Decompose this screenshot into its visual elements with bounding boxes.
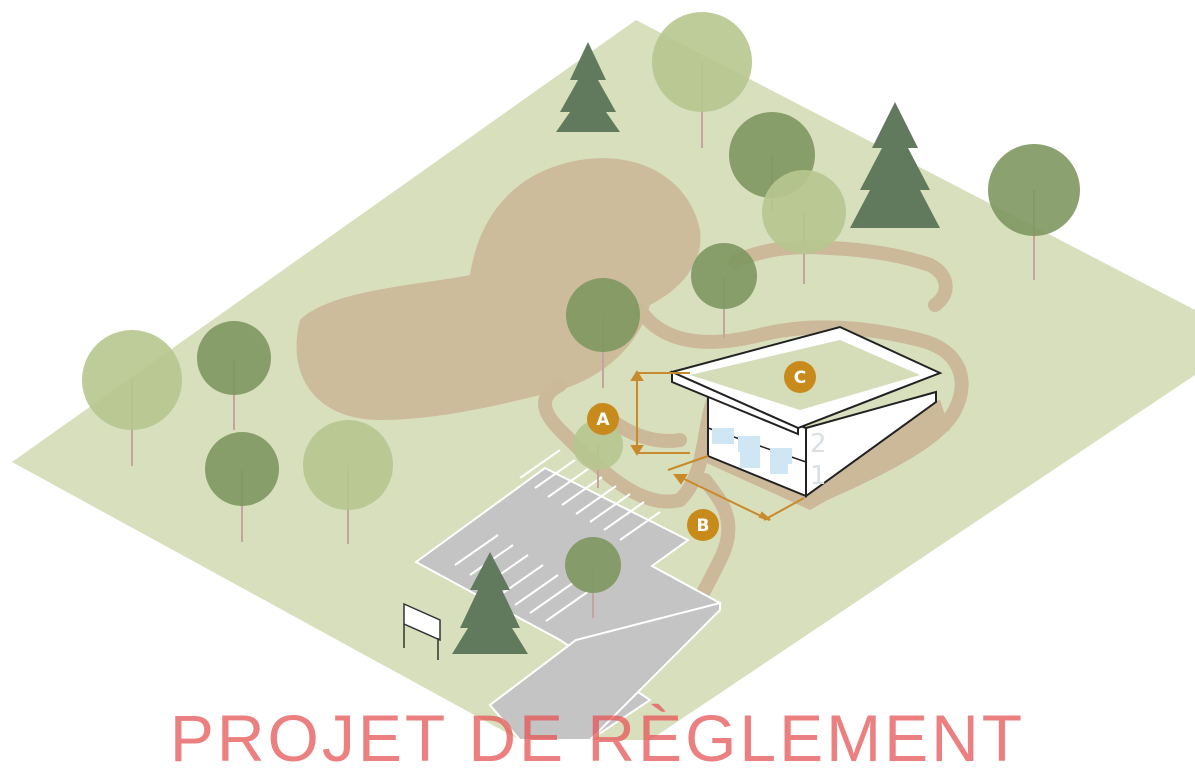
draft-watermark: PROJET DE RÈGLEMENT (0, 705, 1195, 771)
window (770, 456, 788, 474)
window (712, 428, 734, 444)
window (740, 446, 760, 468)
label-badge-b: B (687, 509, 719, 541)
floor-number-1: 1 (810, 461, 827, 491)
floor-number-2: 2 (810, 429, 827, 459)
svg-text:A: A (596, 410, 610, 430)
svg-text:B: B (697, 516, 710, 536)
label-badge-c: C (784, 361, 816, 393)
site-plan-illustration: 2 1 (0, 0, 1195, 740)
svg-text:C: C (794, 368, 806, 388)
label-badge-a: A (587, 403, 619, 435)
